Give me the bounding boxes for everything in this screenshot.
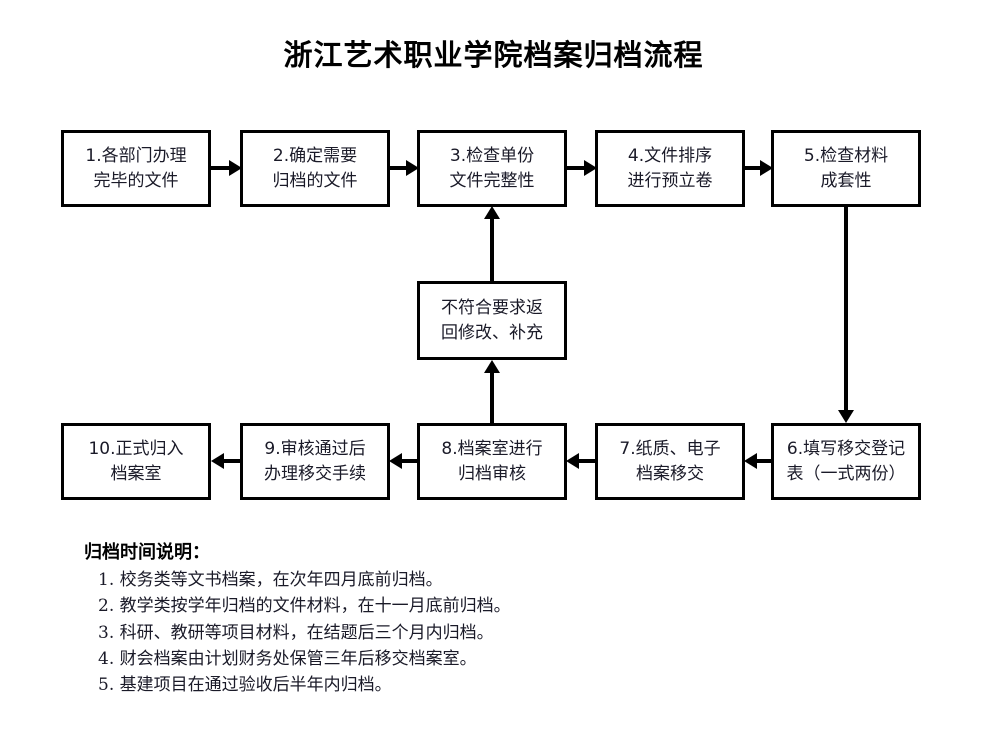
connector-5-to-6-arrowhead (838, 410, 854, 423)
flow-node-step-7[interactable]: 7.纸质、电子 档案移交 (595, 423, 745, 500)
flow-node-step-9[interactable]: 9.审核通过后 办理移交手续 (240, 423, 390, 500)
note-item: 3. 科研、教研等项目材料，在结题后三个月内归档。 (98, 620, 784, 646)
connector-7-to-8-arrowhead (566, 453, 579, 469)
note-text: 校务类等文书档案，在次年四月底前归档。 (119, 570, 443, 590)
note-number: 2. (98, 596, 115, 617)
note-text: 财会档案由计划财务处保管三年后移交档案室。 (119, 649, 477, 670)
flow-node-label: 7.纸质、电子 档案移交 (619, 438, 721, 484)
flow-node-reject[interactable]: 不符合要求返 回修改、补充 (417, 281, 567, 360)
flow-node-label: 1.各部门办理 完毕的文件 (85, 145, 187, 191)
flow-node-label: 2.确定需要 归档的文件 (272, 145, 358, 191)
flow-node-step-3[interactable]: 3.检查单份 文件完整性 (417, 130, 567, 207)
page-title: 浙江艺术职业学院档案归档流程 (283, 38, 704, 72)
connector-1-to-2-line (211, 166, 233, 170)
connector-reject-to-3-arrowhead (484, 206, 500, 219)
connector-2-to-3-arrowhead (406, 160, 419, 176)
flow-node-step-6[interactable]: 6.填写移交登记 表（一式两份） (771, 423, 921, 500)
note-item: 5. 基建项目在通过验收后半年内归档。 (98, 672, 784, 698)
connector-3-to-4-arrowhead (584, 160, 597, 176)
connector-8-to-reject-arrowhead (484, 360, 500, 373)
note-text: 教学类按学年归档的文件材料，在十一月底前归档。 (119, 596, 511, 617)
connector-7-to-8-line (570, 459, 595, 463)
note-number: 4. (98, 649, 115, 670)
flow-node-label: 3.检查单份 文件完整性 (449, 145, 535, 191)
flow-node-step-8[interactable]: 8.档案室进行 归档审核 (417, 423, 567, 500)
note-text: 基建项目在通过验收后半年内归档。 (119, 675, 392, 696)
note-text: 科研、教研等项目材料，在结题后三个月内归档。 (119, 622, 494, 643)
flow-node-label: 9.审核通过后 办理移交手续 (264, 438, 366, 484)
connector-9-to-10-line (215, 459, 240, 463)
flow-node-step-4[interactable]: 4.文件排序 进行预立卷 (595, 130, 745, 207)
flow-node-label: 10.正式归入 档案室 (88, 438, 184, 484)
flow-node-step-2[interactable]: 2.确定需要 归档的文件 (240, 130, 390, 207)
note-item: 4. 财会档案由计划财务处保管三年后移交档案室。 (98, 646, 784, 672)
connector-3-to-4-line (567, 166, 588, 170)
connector-6-to-7-line (748, 459, 771, 463)
flow-node-step-5[interactable]: 5.检查材料 成套性 (771, 130, 921, 207)
connector-4-to-5-line (745, 166, 763, 170)
note-number: 3. (98, 622, 115, 643)
connector-1-to-2-arrowhead (229, 160, 242, 176)
connector-8-to-9-line (393, 459, 417, 463)
flow-node-label: 不符合要求返 回修改、补充 (441, 297, 543, 343)
connector-9-to-10-arrowhead (211, 453, 224, 469)
note-item: 2. 教学类按学年归档的文件材料，在十一月底前归档。 (98, 593, 784, 619)
connector-5-to-6-line (844, 207, 848, 412)
notes-section: 归档时间说明： 1. 校务类等文书档案，在次年四月底前归档。 2. 教学类按学年… (84, 538, 784, 699)
connector-2-to-3-line (390, 166, 410, 170)
notes-heading: 归档时间说明： (84, 542, 210, 563)
flow-node-label: 6.填写移交登记 表（一式两份） (786, 438, 906, 484)
connector-4-to-5-arrowhead (760, 160, 773, 176)
flow-node-step-10[interactable]: 10.正式归入 档案室 (61, 423, 211, 500)
connector-8-to-reject-line (490, 372, 494, 423)
flow-node-step-1[interactable]: 1.各部门办理 完毕的文件 (61, 130, 211, 207)
note-number: 5. (98, 675, 115, 696)
flow-node-label: 5.检查材料 成套性 (803, 145, 889, 191)
connector-reject-to-3-line (490, 218, 494, 281)
connector-8-to-9-arrowhead (389, 453, 402, 469)
flow-node-label: 4.文件排序 进行预立卷 (627, 145, 713, 191)
note-item: 1. 校务类等文书档案，在次年四月底前归档。 (98, 567, 784, 593)
note-number: 1. (98, 570, 115, 590)
connector-6-to-7-arrowhead (744, 453, 757, 469)
flow-node-label: 8.档案室进行 归档审核 (441, 438, 543, 484)
